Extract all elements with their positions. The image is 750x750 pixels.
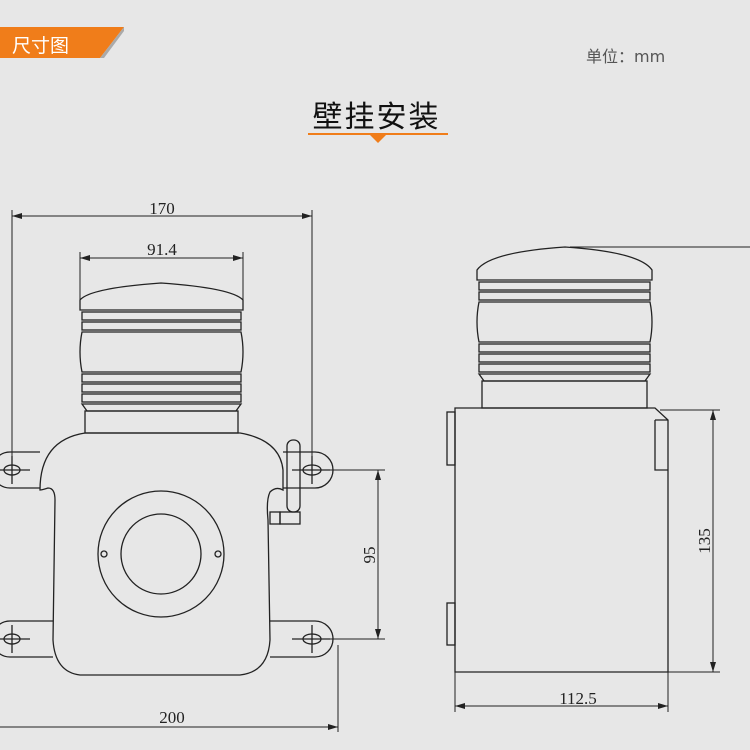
dim-mount-hole-vertical: 95 [360, 547, 379, 564]
page-title: 壁挂安装 [312, 100, 441, 135]
title-underline [308, 133, 448, 135]
side-lamp-dome [476, 246, 653, 281]
dim-front-total-width: 170 [149, 199, 175, 218]
section-tag-banner [0, 27, 124, 58]
front-view [0, 282, 334, 676]
dim-side-depth: 112.5 [559, 689, 597, 708]
dim-lamp-width: 91.4 [147, 240, 177, 259]
front-body [39, 432, 284, 676]
unit-label: 单位：mm [586, 47, 666, 66]
front-ring-inner [120, 513, 202, 595]
section-tag-label: 尺寸图 [12, 35, 70, 57]
side-body [454, 407, 669, 673]
front-lamp-dome [79, 282, 244, 311]
dim-base-width: 200 [159, 708, 185, 727]
side-view [446, 246, 669, 673]
title-arrow-icon [370, 135, 386, 143]
dimension-lines [0, 210, 750, 732]
antenna [269, 439, 301, 525]
front-ring-outer [97, 490, 225, 618]
dim-side-height: 135 [695, 528, 714, 554]
side-lamp-ribs [476, 281, 653, 409]
front-lamp-ribs [79, 311, 244, 434]
